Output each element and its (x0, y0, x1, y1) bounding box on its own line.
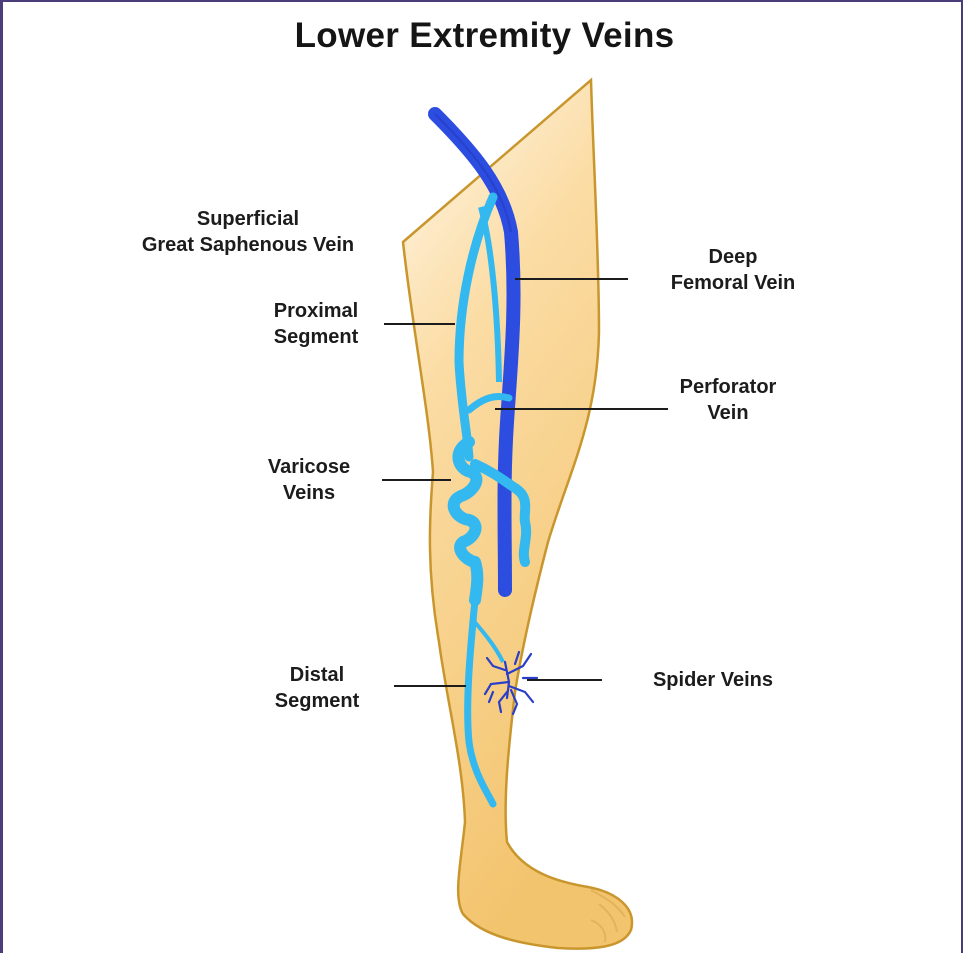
label-proximal-segment: Proximal Segment (253, 298, 379, 350)
diagram-title: Lower Extremity Veins (3, 16, 963, 56)
label-femoral-line1: Deep (643, 244, 823, 270)
leg-illustration (3, 2, 963, 955)
label-proximal-line2: Segment (253, 324, 379, 350)
label-gsv-line1: Superficial (111, 206, 385, 232)
label-deep-femoral-vein: Deep Femoral Vein (643, 244, 823, 296)
label-varicose-veins: Varicose Veins (239, 454, 379, 506)
label-distal-line1: Distal (247, 662, 387, 688)
label-distal-line2: Segment (247, 688, 387, 714)
label-spider-veins: Spider Veins (613, 667, 813, 693)
leg-outline (403, 80, 632, 949)
label-varicose-line1: Varicose (239, 454, 379, 480)
label-varicose-line2: Veins (239, 480, 379, 506)
label-femoral-line2: Femoral Vein (643, 270, 823, 296)
label-spider-line1: Spider Veins (613, 667, 813, 693)
label-perforator-vein: Perforator Vein (658, 374, 798, 426)
label-perforator-line1: Perforator (658, 374, 798, 400)
label-distal-segment: Distal Segment (247, 662, 387, 714)
label-great-saphenous-vein: Superficial Great Saphenous Vein (111, 206, 385, 258)
label-perforator-line2: Vein (658, 400, 798, 426)
label-proximal-line1: Proximal (253, 298, 379, 324)
label-gsv-line2: Great Saphenous Vein (111, 232, 385, 258)
